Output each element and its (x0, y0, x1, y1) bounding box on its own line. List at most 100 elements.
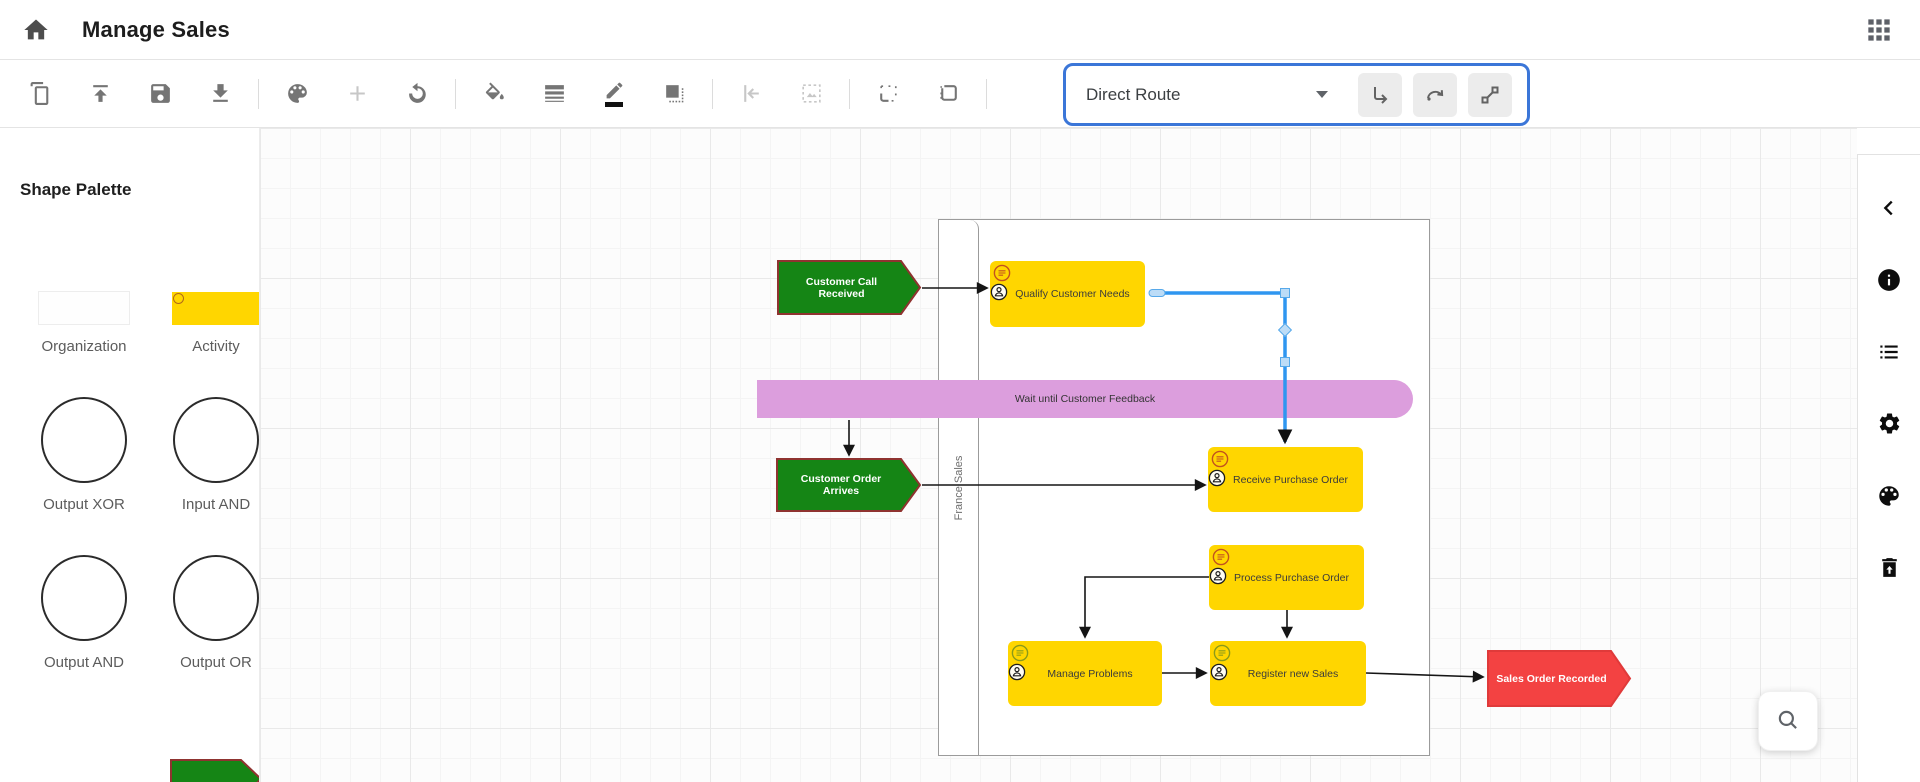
page-title: Manage Sales (82, 16, 230, 42)
event-shape (777, 260, 922, 315)
toolbar-divider (849, 78, 850, 109)
list-icon (1876, 339, 1902, 368)
apps-grid-icon[interactable] (1863, 14, 1895, 46)
event-shape (776, 458, 922, 512)
node-label: Register new Sales (1247, 667, 1339, 680)
save-button[interactable] (136, 70, 184, 118)
palette-item-input-and[interactable]: Input AND (150, 392, 259, 514)
copy-button[interactable] (16, 70, 64, 118)
node-label: Customer Call Received (805, 275, 878, 300)
palette-item-band[interactable] (18, 708, 150, 782)
fill-color-button[interactable] (470, 70, 518, 118)
node-manage-problems[interactable]: Manage Problems (1008, 641, 1162, 706)
palette-item-output-xor[interactable]: Output XOR (18, 392, 150, 514)
node-label: Manage Problems (1047, 667, 1133, 680)
connector-handle-pill[interactable] (1148, 289, 1166, 297)
document-icon (1211, 450, 1229, 468)
curved-connector-button[interactable] (1413, 72, 1457, 117)
toolbar-divider (258, 78, 259, 109)
right-rail (1857, 128, 1920, 782)
stroke-color-button[interactable] (590, 70, 638, 118)
output-xor-shape[interactable] (41, 397, 127, 483)
node-label: Receive Purchase Order (1233, 473, 1348, 486)
person-icon (1208, 469, 1226, 487)
stroke-color-swatch (605, 102, 623, 107)
node-label: Customer Order Arrives (800, 473, 882, 497)
orthogonal-connector-button[interactable] (1358, 72, 1402, 117)
document-icon (1212, 548, 1230, 566)
info-button[interactable] (1875, 267, 1903, 295)
app-header: Manage Sales (0, 0, 1920, 60)
shadow-button[interactable] (650, 70, 698, 118)
connector-process-to-manage[interactable] (1079, 576, 1209, 639)
add-button[interactable] (333, 70, 381, 118)
straight-connector-button[interactable] (1468, 72, 1512, 117)
palette-icon (1876, 483, 1902, 512)
palette-item-output-and[interactable]: Output AND (18, 550, 150, 672)
node-process-purchase-order[interactable]: Process Purchase Order (1209, 545, 1364, 610)
settings-button[interactable] (1875, 411, 1903, 439)
collapse-panel-button[interactable] (1875, 195, 1903, 223)
document-icon (1213, 644, 1231, 662)
activity-shape[interactable] (172, 292, 259, 325)
palette-item-event[interactable] (150, 708, 260, 782)
image-button[interactable] (787, 70, 835, 118)
node-label: Qualify Customer Needs (1015, 288, 1130, 300)
route-type-select[interactable]: Direct Route (1086, 85, 1328, 105)
node-customer-call-received[interactable]: Customer Call Received (777, 260, 922, 315)
snap-to-shape-button[interactable] (924, 70, 972, 118)
node-wait-until-customer-feedback[interactable]: Wait until Customer Feedback (757, 380, 1413, 418)
person-icon (1209, 567, 1227, 585)
chevron-left-icon (1878, 197, 1900, 222)
restore-trash-button[interactable] (1875, 555, 1903, 583)
node-qualify-customer-needs[interactable]: Qualify Customer Needs (990, 261, 1145, 327)
person-icon (1210, 663, 1228, 681)
organization-shape[interactable] (38, 291, 130, 325)
document-icon (993, 264, 1011, 282)
restore-trash-icon (1877, 555, 1902, 583)
theme-palette-button[interactable] (1875, 483, 1903, 511)
node-sales-order-recorded[interactable]: Sales Order Recorded (1487, 650, 1632, 707)
toolbar-divider (712, 78, 713, 109)
lane-header[interactable]: France Sales (939, 220, 979, 755)
palette-title: Shape Palette (20, 180, 132, 199)
output-and-shape[interactable] (41, 555, 127, 641)
person-icon (1008, 663, 1026, 681)
node-customer-order-arrives[interactable]: Customer Order Arrives (776, 458, 922, 512)
download-button[interactable] (196, 70, 244, 118)
toolbar-divider (455, 78, 456, 109)
node-register-new-sales[interactable]: Register new Sales (1210, 641, 1366, 706)
home-icon[interactable] (22, 16, 50, 44)
event-arrow-shape[interactable] (170, 759, 260, 782)
publish-button[interactable] (76, 70, 124, 118)
palette-button[interactable] (273, 70, 321, 118)
palette-item-activity[interactable]: Activity (150, 234, 259, 356)
lane-label: France Sales (952, 455, 965, 520)
info-icon (1876, 267, 1902, 296)
route-type-value: Direct Route (1086, 84, 1181, 104)
zoom-search-button[interactable] (1758, 691, 1818, 751)
palette-item-organization[interactable]: Organization (18, 234, 150, 356)
palette-item-output-or[interactable]: Output OR (150, 550, 259, 672)
connector-handle-square[interactable] (1280, 288, 1290, 298)
select-region-button[interactable] (864, 70, 912, 118)
output-or-shape[interactable] (173, 555, 259, 641)
list-button[interactable] (1875, 339, 1903, 367)
toolbar: Direct Route (0, 60, 1920, 128)
shape-palette-panel: Shape Palette Organization Activity Outp… (0, 128, 260, 782)
toolbar-divider (986, 78, 987, 109)
node-receive-purchase-order[interactable]: Receive Purchase Order (1208, 447, 1363, 512)
undo-button[interactable] (393, 70, 441, 118)
line-weight-button[interactable] (530, 70, 578, 118)
node-label: Process Purchase Order (1234, 571, 1349, 584)
document-icon (1011, 644, 1029, 662)
connector-handle-square[interactable] (1280, 357, 1290, 367)
connector-register-to-recorded[interactable] (1365, 670, 1485, 683)
document-icon (173, 293, 184, 304)
event-shape (1487, 650, 1632, 707)
align-left-button[interactable] (727, 70, 775, 118)
gear-icon (1877, 411, 1902, 439)
node-label: Sales Order Recorded (1496, 672, 1607, 685)
input-and-shape[interactable] (173, 397, 259, 483)
